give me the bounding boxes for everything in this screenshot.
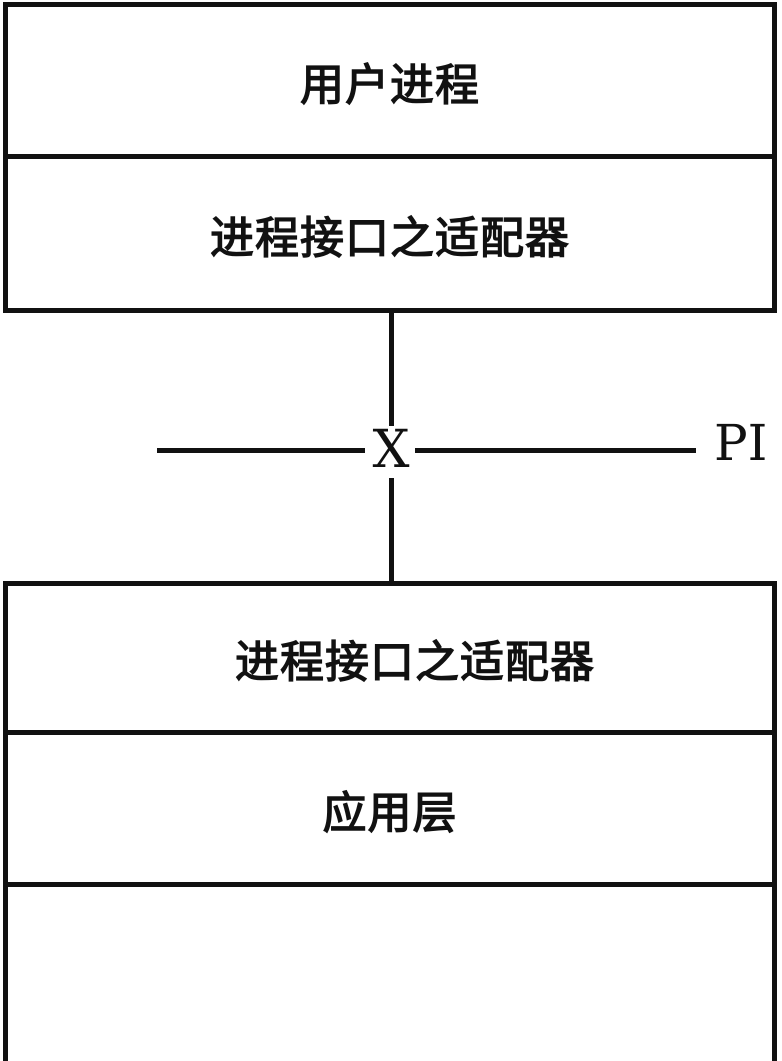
lower-process-interface-adapter-layer: 进程接口之适配器	[8, 586, 772, 735]
upper-adapter-label: 进程接口之适配器	[210, 212, 570, 264]
user-process-layer: 用户进程	[8, 7, 772, 159]
empty-lower-layer	[8, 887, 772, 1057]
interface-line-left	[157, 448, 365, 453]
interface-line-right	[415, 448, 696, 453]
upper-process-interface-adapter-layer: 进程接口之适配器	[8, 159, 772, 308]
upper-vertical-connector	[389, 313, 394, 426]
pi-interface-label: PI	[714, 414, 768, 472]
application-layer: 应用层	[8, 735, 772, 887]
lower-adapter-label: 进程接口之适配器	[235, 637, 595, 688]
upper-protocol-stack: 用户进程 进程接口之适配器	[3, 2, 777, 313]
lower-vertical-connector	[389, 478, 394, 581]
user-process-label: 用户进程	[300, 59, 480, 111]
application-layer-label: 应用层	[322, 787, 458, 839]
interface-crossing-mark: X	[372, 420, 410, 480]
lower-protocol-stack: 进程接口之适配器 应用层	[3, 581, 777, 1061]
